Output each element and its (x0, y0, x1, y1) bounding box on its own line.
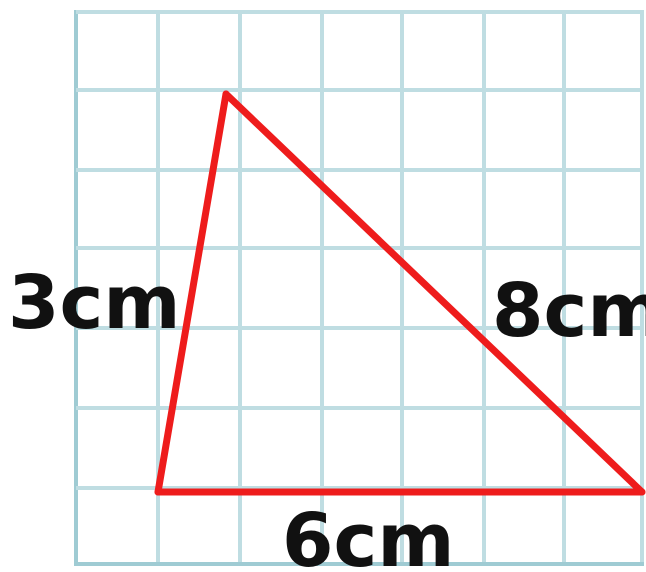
triangle-side-left (154, 90, 230, 496)
label-right-side: 8cm (492, 268, 646, 354)
triangle (154, 90, 646, 496)
triangle-side-right (222, 90, 646, 496)
label-bottom-side: 6cm (282, 498, 454, 572)
label-left-side: 3cm (8, 260, 180, 346)
